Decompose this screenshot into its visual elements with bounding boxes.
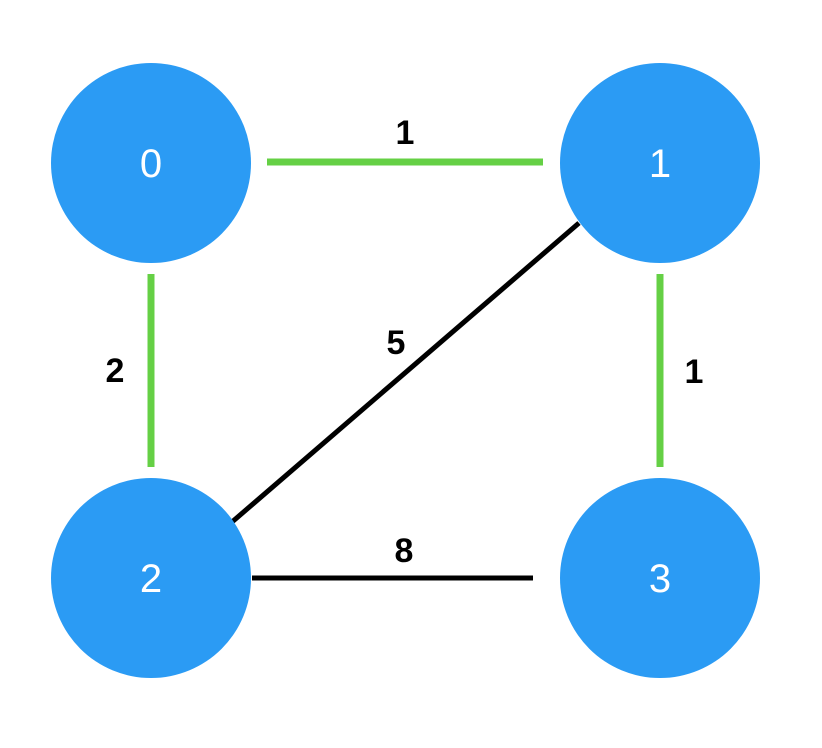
graph-node-0[interactable] (51, 63, 251, 263)
edge-weight-label-0-2: 2 (106, 352, 125, 390)
node-label-3: 3 (649, 557, 671, 601)
graph-edge-1-2[interactable] (230, 221, 581, 524)
graph-node-3[interactable] (560, 478, 760, 678)
edge-weight-label-1-3: 1 (685, 353, 704, 391)
edge-weight-label-2-3: 8 (395, 532, 414, 570)
edge-weight-label-0-1: 1 (396, 114, 415, 152)
nodes-layer: 0 1 2 3 (51, 63, 760, 678)
graph-node-1[interactable] (560, 63, 760, 263)
node-label-0: 0 (140, 142, 162, 186)
graph-node-2[interactable] (51, 478, 251, 678)
edge-weight-label-1-2: 5 (387, 324, 406, 362)
node-label-1: 1 (649, 142, 671, 186)
node-label-2: 2 (140, 557, 162, 601)
edge-labels-layer: 1 2 1 5 8 (106, 114, 704, 570)
edges-layer (147, 158, 664, 581)
